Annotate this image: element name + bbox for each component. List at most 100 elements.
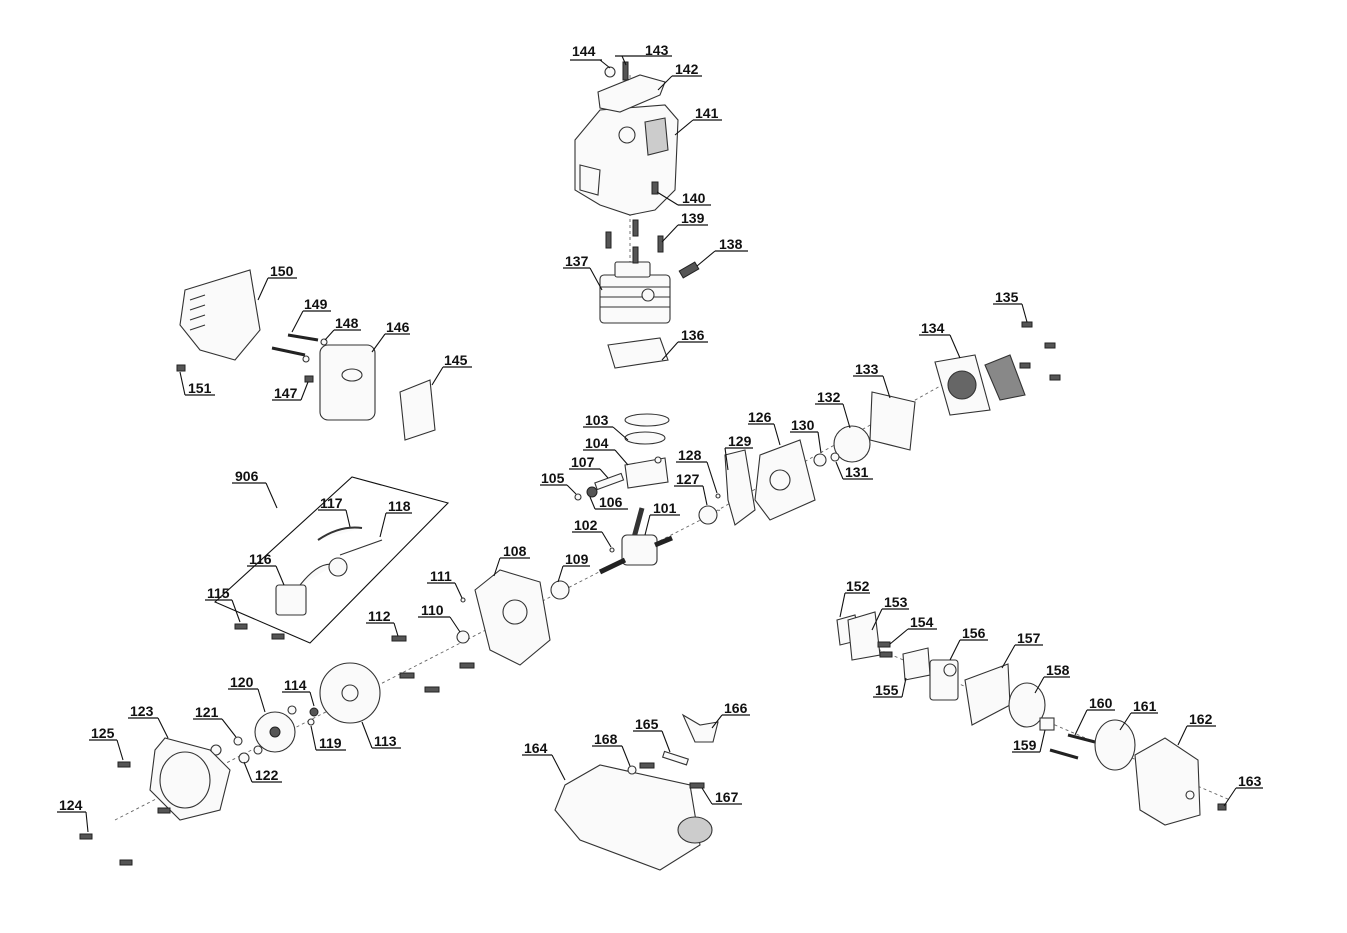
- label-156: 156: [962, 625, 986, 641]
- label-148: 148: [335, 315, 359, 331]
- starter-gasket-133: [869, 391, 916, 451]
- callout-147: 147: [272, 381, 309, 401]
- circlip-105: [574, 493, 582, 501]
- callout-105: 105: [540, 470, 577, 495]
- label-104: 104: [585, 435, 609, 451]
- label-124: 124: [59, 797, 83, 813]
- cap-144: [604, 66, 616, 78]
- label-103: 103: [585, 412, 609, 428]
- washer-121b: [253, 745, 263, 755]
- pin-107: [594, 472, 625, 491]
- callout-138: 138: [696, 236, 748, 267]
- callout-120: 120: [228, 674, 266, 713]
- callout-139: 139: [661, 210, 708, 243]
- bolt-149b: [271, 346, 306, 357]
- washer-148a: [320, 338, 328, 346]
- label-116: 116: [249, 551, 272, 567]
- screw-139b: [632, 219, 639, 237]
- label-152: 152: [846, 578, 870, 594]
- callout-146: 146: [371, 319, 410, 353]
- screw-163: [1217, 803, 1227, 811]
- callout-158: 158: [1034, 662, 1070, 694]
- callout-143: 143: [615, 42, 672, 66]
- screw-112a: [391, 635, 407, 642]
- callout-137: 137: [563, 253, 603, 291]
- label-115: 115: [207, 585, 230, 601]
- callout-163: 163: [1223, 773, 1263, 807]
- label-114: 114: [284, 677, 307, 693]
- circlip-106-top: [654, 456, 662, 464]
- label-141: 141: [695, 105, 719, 121]
- label-135: 135: [995, 289, 1019, 305]
- insulator-153: [847, 611, 881, 661]
- washer-131: [830, 452, 840, 462]
- callout-166: 166: [711, 700, 750, 729]
- filter-element-161: [1094, 719, 1136, 771]
- callout-131: 131: [835, 461, 873, 480]
- callout-130: 130: [790, 417, 822, 454]
- muffler-part: [319, 344, 376, 421]
- screw-168b: [639, 762, 655, 769]
- callout-141: 141: [674, 105, 722, 136]
- label-126: 126: [748, 409, 772, 425]
- screw-115a: [234, 623, 248, 630]
- cylinder-part: [599, 261, 671, 324]
- label-154: 154: [910, 614, 934, 630]
- callout-113: 113: [361, 721, 401, 749]
- ring-103a: [624, 413, 670, 427]
- screw-112c: [424, 686, 440, 693]
- callout-160: 160: [1074, 695, 1115, 736]
- crankcase-left-108: [474, 569, 551, 666]
- callout-149: 149: [291, 296, 331, 333]
- callout-165: 165: [633, 716, 671, 753]
- callout-123: 123: [128, 703, 169, 739]
- label-118: 118: [388, 498, 411, 514]
- callout-144: 144: [570, 43, 611, 69]
- callout-118: 118: [379, 498, 412, 538]
- callout-167: 167: [701, 787, 742, 805]
- screw-151: [176, 364, 186, 372]
- callout-164: 164: [522, 740, 566, 781]
- callout-110: 110: [418, 602, 461, 633]
- flywheel-113: [319, 662, 381, 724]
- callout-103: 103: [583, 412, 629, 441]
- callout-906: 906: [232, 468, 278, 509]
- label-120: 120: [230, 674, 254, 690]
- gasket-155: [902, 647, 931, 681]
- callout-124: 124: [57, 797, 89, 833]
- label-134: 134: [921, 320, 945, 336]
- callout-101: 101: [644, 500, 680, 536]
- piston-104: [624, 457, 669, 489]
- screw-154b: [879, 651, 893, 658]
- label-166: 166: [724, 700, 748, 716]
- clutch-cover-123: [149, 737, 231, 821]
- label-153: 153: [884, 594, 908, 610]
- carburetor-156: [929, 659, 959, 701]
- label-143: 143: [645, 42, 669, 58]
- label-155: 155: [875, 682, 899, 698]
- clip-159: [1039, 717, 1055, 731]
- label-110: 110: [421, 602, 444, 618]
- washer-168: [627, 765, 637, 775]
- label-150: 150: [270, 263, 294, 279]
- callout-127: 127: [674, 471, 708, 506]
- label-168: 168: [594, 731, 618, 747]
- muffler-gasket-145: [399, 379, 436, 441]
- callout-156: 156: [949, 625, 988, 661]
- fuel-tank-164: [554, 764, 713, 871]
- callout-157: 157: [1001, 630, 1043, 669]
- label-119: 119: [319, 735, 342, 751]
- bushing-122: [238, 752, 250, 764]
- clutch-drum-132: [833, 425, 871, 463]
- label-105: 105: [541, 470, 565, 486]
- screw-140: [651, 181, 659, 195]
- callout-111: 111: [427, 568, 463, 599]
- callout-154: 154: [889, 614, 937, 645]
- ignition-kit-906-box: [214, 476, 450, 644]
- bolt-149a: [287, 333, 319, 342]
- label-113: 113: [374, 733, 397, 749]
- label-147: 147: [274, 385, 298, 401]
- label-122: 122: [255, 767, 279, 783]
- label-121: 121: [195, 704, 219, 720]
- callout-150: 150: [257, 263, 297, 301]
